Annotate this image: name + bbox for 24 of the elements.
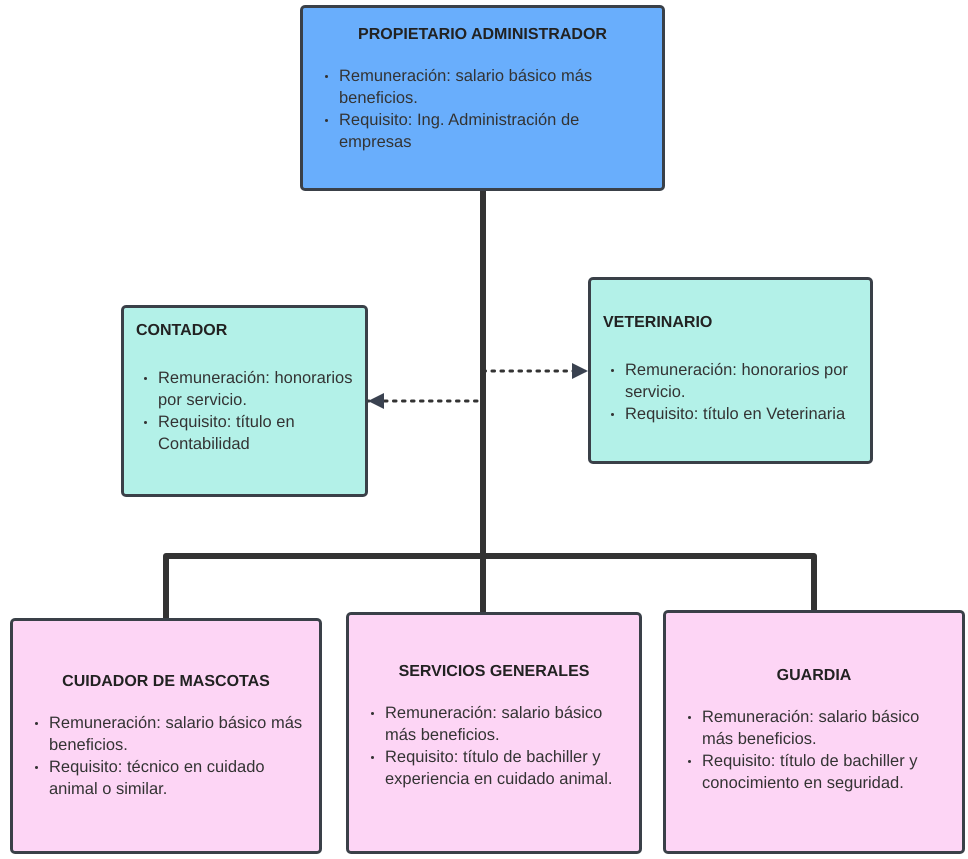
role-title: PROPIETARIO ADMINISTRADOR xyxy=(357,25,608,45)
role-box xyxy=(300,5,665,191)
role-box xyxy=(121,305,368,497)
bullet-item: Requisito: título en Veterinaria xyxy=(625,405,846,423)
role-box xyxy=(663,610,965,854)
bullet-item: Requisito: título en Contabilidad xyxy=(158,413,295,453)
role-title: GUARDIA xyxy=(776,666,852,686)
bullet-item: Requisito: técnico en cuidado animal o similar. xyxy=(49,758,265,798)
role-box xyxy=(346,612,642,854)
bullet-item: Requisito: Ing. Administración de empresas xyxy=(339,111,580,151)
bullet-item: Remuneración: honorarios por servicio. xyxy=(158,369,352,409)
bullet-item: Remuneración: salario básico más beneficios. xyxy=(49,714,302,754)
bullet-item: Remuneración: salario básico más beneficios. xyxy=(385,704,602,744)
bullet-item: Requisito: título de bachiller y conocimiento en seguridad. xyxy=(702,752,918,792)
bullet-item: Remuneración: salario básico más beneficios. xyxy=(702,708,920,748)
role-box xyxy=(10,618,322,854)
role-title: CONTADOR xyxy=(136,321,228,341)
role-title: VETERINARIO xyxy=(603,313,714,333)
role-title: SERVICIOS GENERALES xyxy=(398,662,590,682)
role-title: CUIDADOR DE MASCOTAS xyxy=(61,672,271,692)
bullet-item: Requisito: título de bachiller y experiencia en cuidado animal. xyxy=(385,748,612,788)
bullet-item: Remuneración: honorarios por servicio. xyxy=(625,361,848,401)
bullet-item: Remuneración: salario básico más beneficios. xyxy=(339,67,592,107)
role-box xyxy=(588,277,873,464)
